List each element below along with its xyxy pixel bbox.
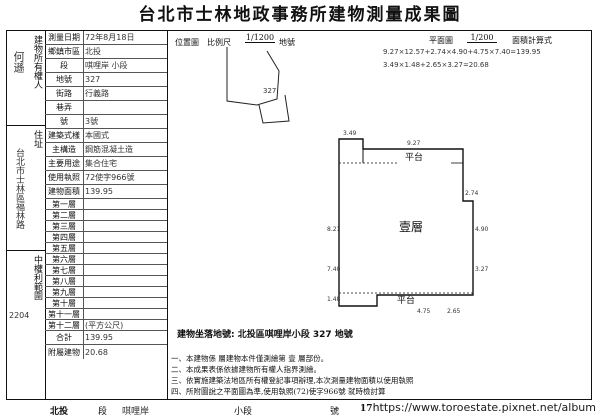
share-label: 中權利範圍	[32, 255, 42, 300]
floor-row: 第十層	[45, 298, 167, 309]
annex-value: 20.68	[85, 347, 108, 357]
dimension-labels: 3.49 9.27 8.21 2.74 4.90 4.75 7.40 3.27 …	[327, 130, 489, 315]
address-cell: 住址 台北市士林區福林路	[7, 126, 45, 251]
floor-row: 第四層	[45, 232, 167, 243]
floorplan-scale: 1/200	[467, 33, 497, 43]
balcony-label: 平台	[405, 151, 423, 163]
floorplan-label: 平面圖	[429, 36, 453, 45]
area-calc-label: 面積計算式	[512, 36, 552, 45]
floor-row: 第三層	[45, 221, 167, 232]
field-row: 巷弄	[45, 101, 167, 115]
share-cell: 中權利範圍 2204	[7, 251, 45, 399]
svg-text:3.27: 3.27	[475, 266, 489, 273]
location-scale: 1/1200	[245, 33, 275, 43]
address-label: 住址	[32, 130, 42, 148]
owner-address: 台北市士林區福林路	[14, 148, 24, 229]
floor-row: 第九層	[45, 287, 167, 298]
location-map-label: 位置圖	[175, 38, 199, 47]
floor-row: 第十二層(平方公尺)	[45, 320, 167, 331]
lot-number: 327	[263, 87, 276, 95]
footer-number-label: 號	[330, 407, 340, 417]
owner-cell: 建物所有權人 何遜	[7, 31, 45, 126]
note-line: 二、本成果表係依據建物所有權人指界測繪。	[171, 365, 321, 374]
footer-section-label: 段	[98, 407, 108, 417]
floor-row: 第二層	[45, 210, 167, 221]
footer-subsection-label: 小段	[234, 407, 253, 417]
floor-row: 第一層	[45, 199, 167, 210]
svg-text:1.48: 1.48	[327, 296, 341, 303]
owner-column: 建物所有權人 何遜 住址 台北市士林區福林路 中權利範圍 2204	[7, 31, 46, 399]
owner-share: 2204	[9, 311, 30, 320]
lot-label: 地號	[279, 38, 295, 47]
scale-label: 比例尺	[207, 38, 231, 47]
floor-row: 第五層	[45, 243, 167, 254]
note-line: 四、所附圖說之平面圖為準,使用執照(72)使字966號 就時檢討算	[171, 387, 386, 396]
building-outline	[338, 138, 474, 307]
note-line: 一、本建物係 層建物本件僅測繪第 壹 層部份。	[171, 354, 329, 363]
svg-text:2.65: 2.65	[447, 308, 461, 315]
area-calc-line: 3.49×1.48+2.65×3.27=20.68	[383, 61, 489, 69]
footer-district: 北投	[50, 407, 69, 417]
field-row: 主構造鋼筋混凝土造	[45, 143, 167, 157]
field-row: 鄉鎮市區北投	[45, 45, 167, 59]
location-sketch: 327	[226, 47, 290, 124]
svg-text:3.49: 3.49	[343, 130, 357, 137]
floor-row: 第六層	[45, 254, 167, 265]
floor-row: 第七層	[45, 265, 167, 276]
svg-text:2.74: 2.74	[465, 190, 479, 197]
svg-text:4.75: 4.75	[417, 308, 431, 315]
notes-block: 一、本建物係 層建物本件僅測繪第 壹 層部份。 二、本成果表係依據建物所有權人指…	[171, 353, 591, 397]
watermark-link[interactable]: https://www.toroestate.pixnet.net/album	[372, 401, 596, 414]
field-row: 主要用途集合住宅	[45, 157, 167, 171]
floor-row: 第十一層	[45, 309, 167, 320]
field-row: 街路行義路	[45, 87, 167, 101]
field-row: 段唭哩岸 小段	[45, 59, 167, 73]
owner-heading: 建物所有權人	[32, 35, 42, 89]
plan-area: 位置圖 比例尺 1/1200 地號 平面圖 1/200 面積計算式 9.27×1…	[167, 31, 591, 399]
note-line: 三、依實施建築法地區所有權登記事項辦理,本次測量建物面積以使用執照	[171, 376, 414, 385]
field-row: 建築式樣本國式	[45, 129, 167, 143]
floor-name: 壹層	[399, 220, 423, 234]
footer-bar: 北投 段 唭哩岸 小段 號 1709	[0, 400, 600, 418]
floor-row: 第八層	[45, 276, 167, 287]
land-location-line: 建物坐落地號: 北投區唭哩岸小段 327 地號	[177, 328, 353, 340]
balcony-label: 平台	[397, 294, 415, 306]
area-calc-line: 9.27×12.57+2.74×4.90+4.75×7.40=139.95	[383, 48, 541, 56]
footer-section: 唭哩岸	[122, 407, 150, 417]
svg-text:7.40: 7.40	[327, 266, 341, 273]
svg-text:9.27: 9.27	[407, 140, 421, 147]
svg-text:4.90: 4.90	[475, 226, 489, 233]
page-title: 台北市士林地政事務所建物測量成果圖	[138, 5, 462, 25]
total-value: 139.95	[85, 333, 113, 342]
footer-number: 1709	[360, 404, 385, 414]
svg-text:8.21: 8.21	[327, 226, 341, 233]
floor-plan-drawing: 327 平台 平台 壹層 3.49 9.27 8.21 2.74 4.90 4.…	[177, 47, 489, 340]
owner-name: 何遜	[12, 51, 25, 73]
